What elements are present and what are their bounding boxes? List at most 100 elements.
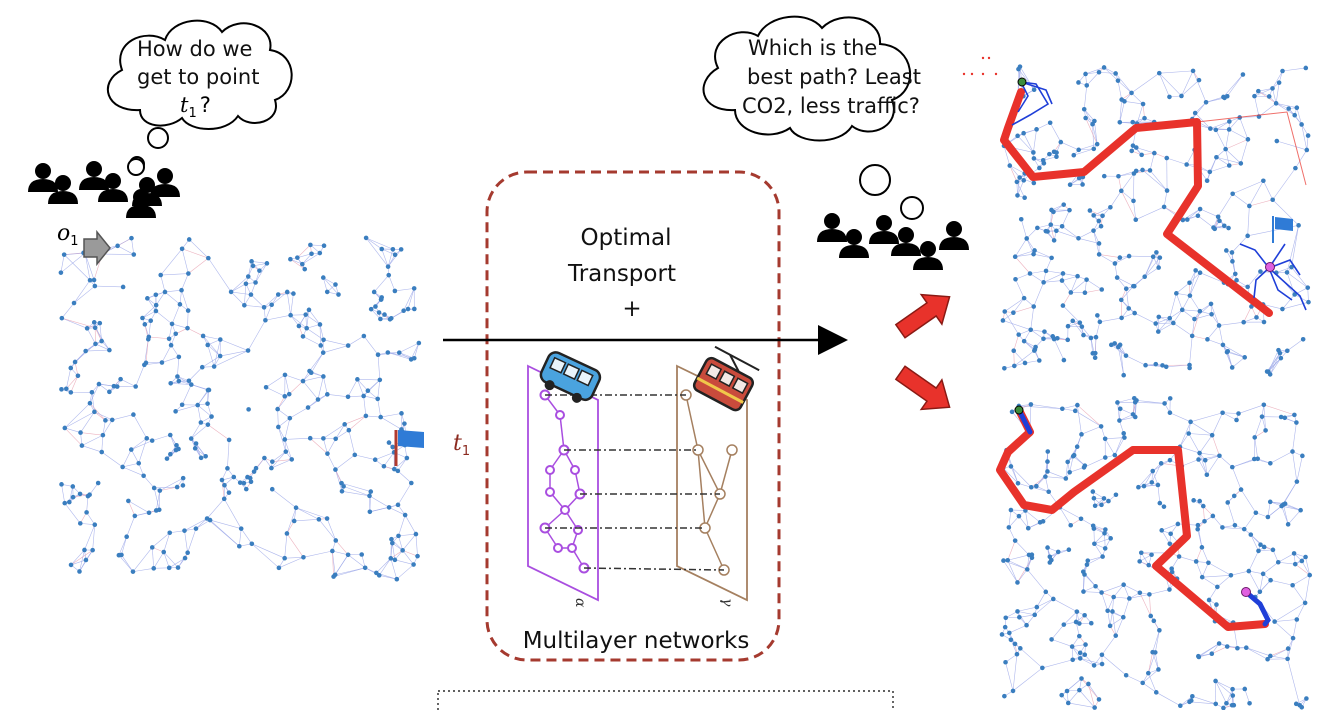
network-edge (1282, 67, 1306, 72)
network-node (257, 268, 262, 273)
network-node (1252, 435, 1258, 440)
network-node (95, 480, 101, 486)
network-edge (145, 339, 149, 363)
network-edge (1131, 72, 1160, 94)
network-edge (272, 459, 292, 462)
network-node (1079, 432, 1084, 437)
network-node (1018, 216, 1024, 222)
network-edge (143, 475, 155, 489)
network-node (1002, 366, 1007, 371)
network-node (1015, 609, 1020, 614)
network-edge (94, 411, 113, 421)
left-cloud-line1: How do we (137, 37, 252, 61)
network-edge (1101, 654, 1127, 676)
network-edge (323, 345, 349, 353)
network-edge (373, 274, 389, 293)
network-edge (191, 424, 209, 439)
network-node (1150, 649, 1155, 655)
network-node (1009, 409, 1015, 415)
network-node (1197, 450, 1202, 456)
network-edge (1018, 405, 1063, 410)
network-node (1303, 65, 1309, 71)
network-edge (1219, 455, 1233, 468)
network-edge (1181, 70, 1194, 97)
network-edge (1212, 515, 1223, 528)
network-node (1100, 213, 1105, 219)
network-node (371, 289, 377, 295)
network-node (142, 322, 148, 327)
network-node (59, 387, 64, 392)
network-edge (1047, 471, 1066, 479)
network-edge (1017, 611, 1027, 626)
network-edge (333, 567, 366, 577)
network-edge (1202, 576, 1218, 588)
network-edge (354, 454, 376, 461)
network-edge (161, 345, 172, 363)
network-edge (1094, 120, 1098, 145)
network-node (1031, 150, 1036, 155)
network-node (1022, 195, 1027, 201)
network-node (346, 427, 352, 433)
network-node (1157, 628, 1162, 633)
network-edge (175, 404, 198, 412)
network-edge (1187, 208, 1201, 220)
network-node (1119, 97, 1124, 102)
network-edge (363, 379, 381, 397)
network-node (1221, 705, 1226, 710)
network-node (185, 325, 190, 331)
network-node (295, 255, 300, 260)
network-edge (1117, 277, 1135, 287)
network-node (402, 512, 408, 518)
network-edge (1188, 433, 1200, 454)
network-node (1189, 333, 1195, 339)
network-edge (365, 237, 382, 250)
network-node (385, 264, 391, 269)
network-node (179, 402, 185, 408)
network-node (1076, 147, 1081, 153)
network-node (1008, 637, 1014, 643)
network-node (1130, 143, 1136, 148)
network-node (303, 312, 309, 317)
network-node (68, 365, 74, 371)
network-node (1041, 280, 1046, 285)
network-edge (1134, 276, 1145, 287)
network-node (1119, 188, 1124, 194)
flag-icon (1272, 216, 1293, 243)
network-edge (1008, 527, 1016, 541)
network-edge (1156, 252, 1159, 268)
network-edge (341, 490, 370, 497)
network-node (1289, 264, 1294, 270)
network-node (241, 480, 247, 486)
network-edge (177, 552, 188, 568)
network-node (1061, 622, 1067, 627)
network-node (284, 531, 290, 536)
network-edge (1225, 149, 1230, 166)
network-edge (230, 283, 247, 293)
network-edge (323, 277, 339, 295)
network-edge (377, 379, 381, 399)
network-edge (251, 543, 280, 569)
network-node (375, 352, 381, 357)
network-node (1008, 464, 1014, 469)
network-node (402, 421, 407, 426)
network-node (1187, 280, 1192, 286)
network-edge (403, 288, 415, 311)
network-node (1226, 225, 1231, 231)
network-node (237, 480, 243, 485)
network-node (1092, 541, 1097, 547)
network-node (133, 384, 138, 389)
network-edge (277, 393, 290, 410)
target-label: t1 (453, 431, 470, 459)
network-node (222, 482, 227, 488)
network-edge (263, 294, 279, 308)
network-edge (1014, 350, 1035, 367)
network-edge (1068, 689, 1080, 704)
network-node (169, 321, 175, 327)
network-edge (1104, 438, 1116, 456)
network-node (84, 326, 90, 331)
network-edge (1159, 72, 1182, 97)
network-edge (1045, 257, 1052, 271)
network-edge (1073, 148, 1094, 156)
network-edge (1010, 639, 1018, 655)
network-edge (1107, 596, 1114, 611)
